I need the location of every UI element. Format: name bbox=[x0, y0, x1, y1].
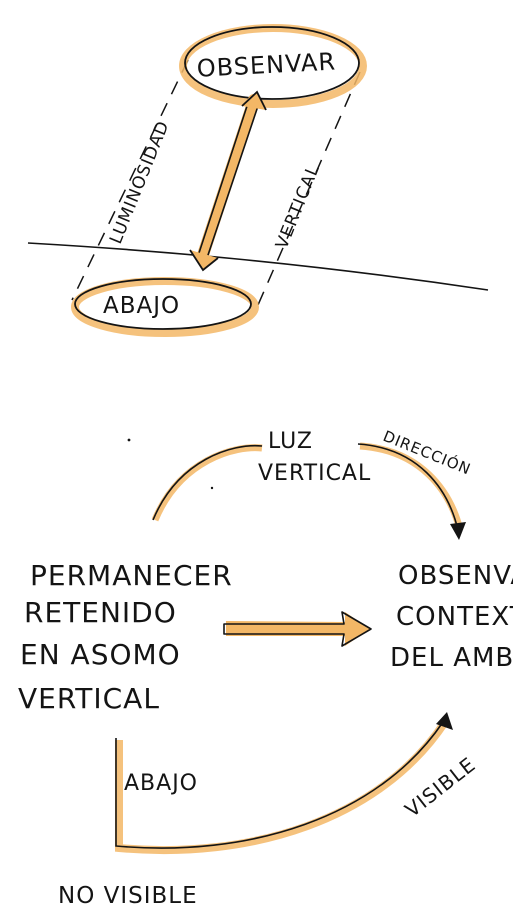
left-dashed-label: LUMINOSIDAD bbox=[106, 118, 174, 247]
dashed-guide-left bbox=[71, 59, 189, 301]
right-dashed-label: VERTICAL bbox=[272, 162, 324, 252]
top-arc-label-line1: LUZ bbox=[268, 429, 313, 454]
bottom-label: NO VISIBLE bbox=[58, 883, 198, 909]
dashed-guide-right bbox=[257, 71, 361, 306]
center-arrow bbox=[223, 611, 372, 647]
top-arc-right bbox=[357, 443, 459, 531]
bottom-loop-highlight bbox=[115, 719, 449, 855]
horizon-line bbox=[27, 242, 489, 291]
top-arc-highlight bbox=[151, 444, 263, 522]
bottom-node-label: ABAJO bbox=[103, 293, 180, 319]
top-node-label: OBSENVAR bbox=[196, 48, 337, 83]
bottom-loop bbox=[115, 721, 444, 849]
top-arc-label-line2: VERTICAL bbox=[258, 461, 371, 486]
left-block-line3: EN ASOMO bbox=[20, 638, 181, 671]
left-block-line1: PERMANECER bbox=[30, 559, 233, 592]
left-side-label: ABAJO bbox=[124, 771, 198, 796]
top-arc-left bbox=[152, 444, 263, 521]
right-block-line3: DEL AMB bbox=[390, 643, 513, 673]
bottom-node-outline bbox=[74, 278, 252, 330]
left-block-line2: RETENIDO bbox=[24, 596, 177, 629]
right-block-line2: CONTEXT bbox=[396, 602, 513, 632]
top-arc-arrowhead bbox=[450, 522, 466, 540]
top-node-outline bbox=[184, 26, 360, 100]
left-block-line4: VERTICAL bbox=[18, 682, 160, 715]
right-block-line1: OBSENVA bbox=[398, 561, 513, 591]
pen-dot bbox=[210, 486, 214, 490]
top-node-highlight bbox=[179, 24, 367, 108]
double-arrow bbox=[189, 90, 267, 272]
bottom-loop-arrowhead bbox=[436, 712, 453, 730]
pen-dot bbox=[127, 438, 131, 442]
